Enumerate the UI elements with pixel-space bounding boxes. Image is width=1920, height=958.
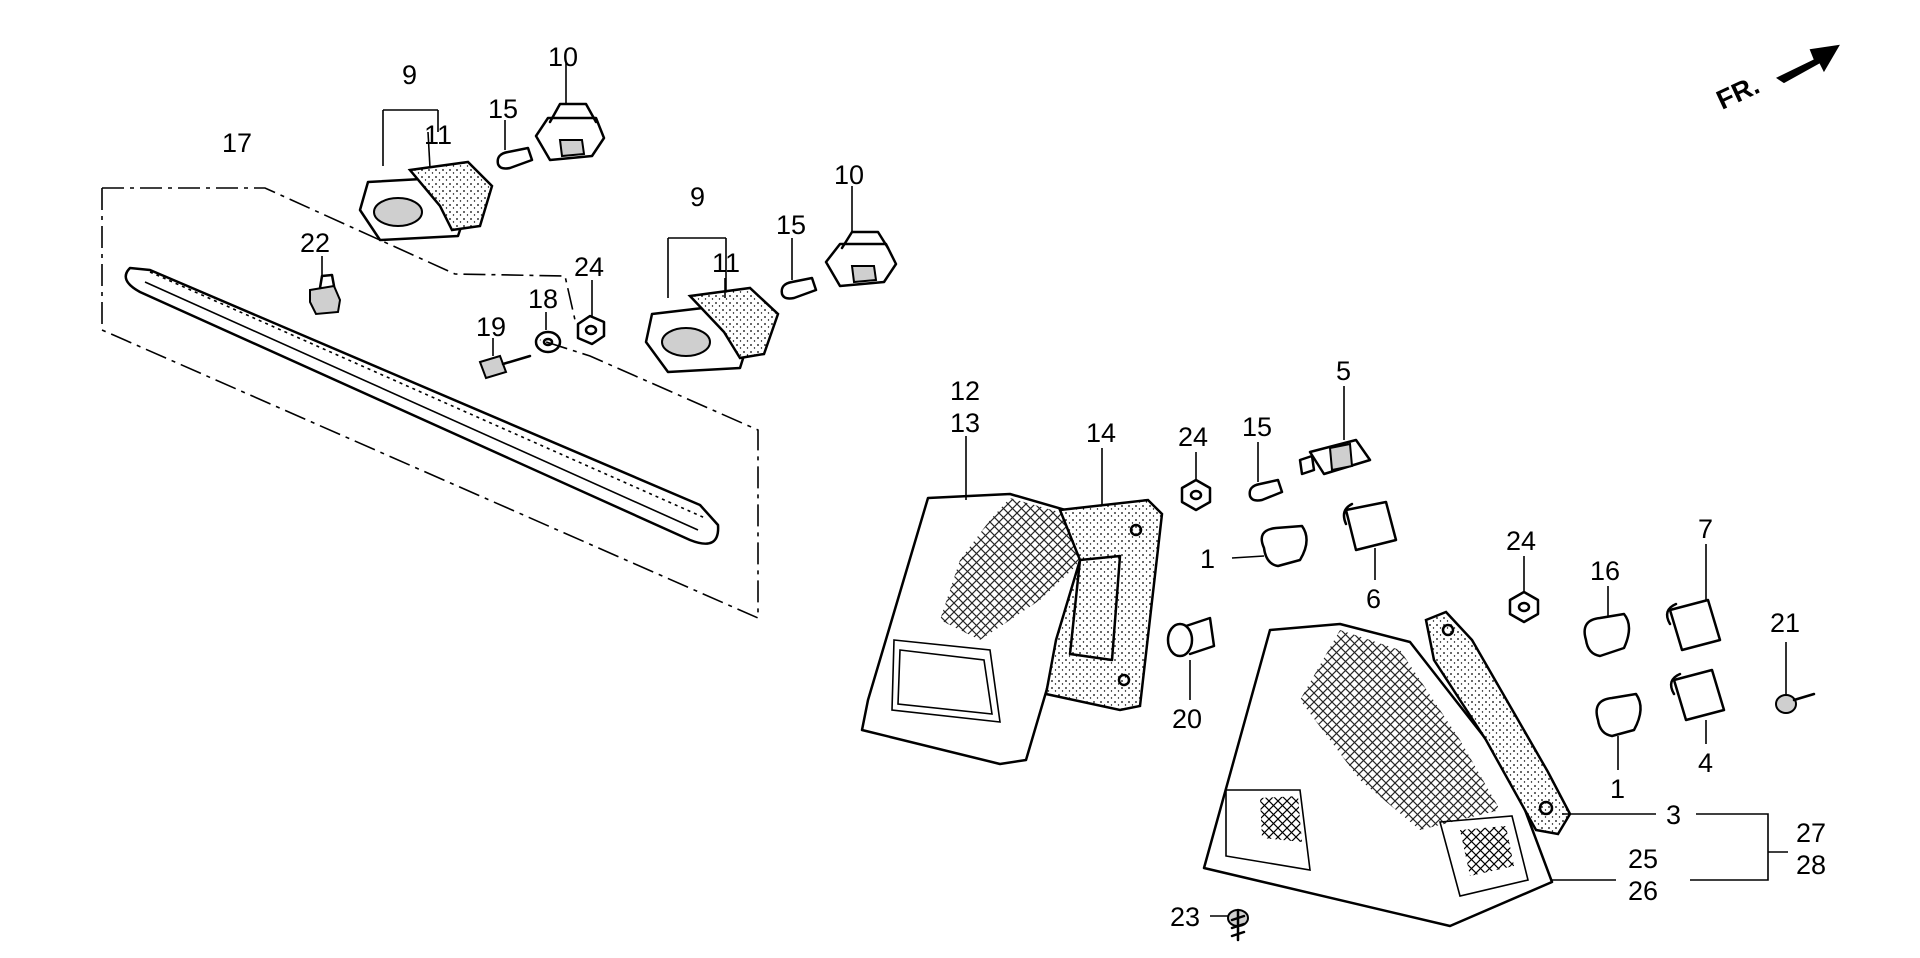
bulb-1-upper	[1231, 524, 1308, 568]
callout-24: 24	[1506, 526, 1536, 556]
high-mount-stop-light	[101, 187, 759, 620]
callout-18: 18	[528, 284, 558, 314]
outer-gasket	[1424, 610, 1572, 836]
callout-20: 20	[1172, 704, 1202, 734]
socket-6	[1342, 500, 1398, 580]
callout-1: 1	[1200, 544, 1215, 574]
callout-23: 23	[1170, 902, 1200, 932]
callout-16: 16	[1590, 556, 1620, 586]
bulb-15-upper-left	[496, 120, 534, 170]
bulb-15-right	[1248, 442, 1284, 502]
callout-19: 19	[476, 312, 506, 342]
callout-10: 10	[548, 42, 578, 72]
nut-24-right	[1508, 556, 1540, 624]
callout-9: 9	[402, 60, 417, 90]
callout-28: 28	[1796, 850, 1826, 880]
socket-10-upper-left	[534, 62, 606, 162]
callout-1: 1	[1610, 774, 1625, 804]
leader-3-bracket	[1690, 813, 1769, 881]
screw-23	[1210, 908, 1249, 942]
callout-15: 15	[488, 94, 518, 124]
callout-11: 11	[712, 248, 740, 278]
socket-7	[1665, 544, 1722, 652]
callout-24: 24	[574, 252, 604, 282]
callout-5: 5	[1336, 356, 1351, 386]
callout-25: 25	[1628, 844, 1658, 874]
screw-21	[1775, 642, 1816, 714]
callout-11: 11	[424, 120, 452, 150]
grommet-20	[1166, 616, 1216, 700]
gasket-14	[1044, 448, 1164, 712]
clip-22	[309, 256, 342, 316]
callout-10: 10	[834, 160, 864, 190]
bulb-16	[1583, 586, 1631, 658]
callout-14: 14	[1086, 418, 1116, 448]
callout-21: 21	[1770, 608, 1800, 638]
front-arrow-icon	[1775, 44, 1840, 84]
callout-3: 3	[1666, 800, 1681, 830]
callout-7: 7	[1698, 514, 1713, 544]
callout-22: 22	[300, 228, 330, 258]
front-direction-indicator: FR.	[1712, 44, 1840, 116]
license-light-left	[358, 109, 494, 242]
callout-26: 26	[1628, 876, 1658, 906]
bulb-1-lower	[1595, 692, 1642, 770]
socket-10-middle	[824, 186, 898, 288]
callout-4: 4	[1698, 748, 1713, 778]
nut-24-mid	[1180, 452, 1212, 512]
callout-24: 24	[1178, 422, 1208, 452]
front-direction-label: FR.	[1712, 70, 1764, 116]
callout-9: 9	[690, 182, 705, 212]
license-light-right	[644, 237, 780, 374]
socket-4	[1669, 668, 1726, 744]
callout-27: 27	[1796, 818, 1826, 848]
outer-tail-light	[1202, 622, 1554, 928]
callout-12: 12	[950, 376, 980, 406]
callout-17: 17	[222, 128, 252, 158]
nut-24-upper	[576, 280, 606, 346]
callout-15: 15	[776, 210, 806, 240]
callout-6: 6	[1366, 584, 1381, 614]
callout-13: 13	[950, 408, 980, 438]
inner-tail-light	[860, 436, 1102, 766]
washer-18	[534, 312, 562, 354]
bulb-15-middle	[780, 238, 818, 300]
bolt-19	[478, 338, 532, 380]
socket-5	[1298, 386, 1372, 476]
callout-15: 15	[1242, 412, 1272, 442]
